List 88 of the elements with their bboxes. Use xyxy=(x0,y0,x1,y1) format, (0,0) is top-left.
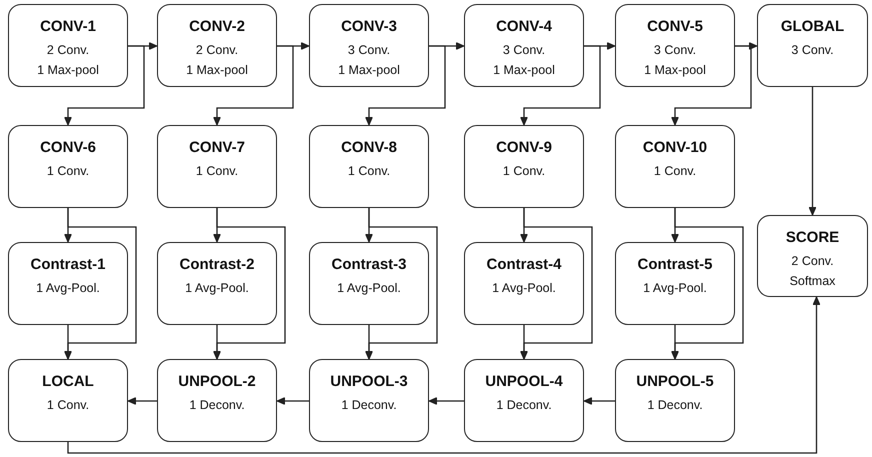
box-detail: 2 Conv. xyxy=(46,42,90,59)
arrow xyxy=(64,325,72,360)
process-box xyxy=(757,215,868,297)
box-detail: 3 Conv. xyxy=(654,42,696,59)
box-title: Contrast-3 xyxy=(331,255,406,275)
arrow xyxy=(520,45,601,126)
box-detail: 1 Avg-Pool. xyxy=(643,280,707,297)
process-box xyxy=(464,4,584,87)
box-title: CONV-4 xyxy=(496,17,552,37)
arrow xyxy=(365,325,373,360)
box-title: Contrast-1 xyxy=(30,255,106,275)
process-box xyxy=(464,242,584,325)
box-title: SCORE xyxy=(786,228,840,248)
arrow xyxy=(213,45,294,126)
arrow xyxy=(671,325,679,360)
box-title: CONV-2 xyxy=(189,17,245,37)
process-box xyxy=(309,4,429,87)
box-title: Contrast-4 xyxy=(486,255,562,275)
process-box xyxy=(309,125,429,208)
process-box xyxy=(309,242,429,325)
process-box xyxy=(615,242,735,325)
process-box xyxy=(464,359,584,442)
process-box xyxy=(757,4,868,87)
box-detail: 1 Max-pool xyxy=(338,62,400,79)
box-detail: 1 Deconv. xyxy=(341,397,397,414)
process-box xyxy=(8,125,128,208)
process-box xyxy=(157,4,277,87)
box-title: CONV-6 xyxy=(40,138,96,158)
box-title: CONV-1 xyxy=(40,17,96,37)
box-title: UNPOOL-2 xyxy=(178,372,256,392)
box-detail: Softmax xyxy=(790,273,836,290)
box-detail: 2 Conv. xyxy=(196,42,238,59)
process-box xyxy=(615,359,735,442)
box-detail: 1 Conv. xyxy=(348,163,390,180)
box-title: CONV-9 xyxy=(496,138,552,158)
process-box xyxy=(8,242,128,325)
arrow xyxy=(64,45,145,126)
arrow xyxy=(276,397,309,405)
box-title: CONV-10 xyxy=(642,138,708,158)
process-box xyxy=(157,359,277,442)
box-title: UNPOOL-3 xyxy=(330,372,408,392)
process-box xyxy=(615,125,735,208)
box-detail: 1 Max-pool xyxy=(493,62,555,79)
box-detail: 1 Conv. xyxy=(46,397,90,414)
process-box xyxy=(464,125,584,208)
arrow xyxy=(213,325,221,360)
arrow xyxy=(128,397,157,405)
box-detail: 1 Conv. xyxy=(502,163,546,180)
box-detail: 1 Avg-Pool. xyxy=(185,280,249,297)
arrow xyxy=(808,87,816,216)
box-detail: 1 Max-pool xyxy=(644,62,706,79)
process-box xyxy=(8,4,128,87)
box-detail: 1 Conv. xyxy=(46,163,90,180)
box-detail: 3 Conv. xyxy=(502,42,546,59)
box-title: CONV-7 xyxy=(189,138,245,158)
box-detail: 2 Conv. xyxy=(791,253,834,270)
box-detail: 1 Deconv. xyxy=(496,397,552,414)
box-detail: 3 Conv. xyxy=(348,42,390,59)
box-detail: 1 Max-pool xyxy=(186,62,248,79)
box-title: GLOBAL xyxy=(780,17,844,37)
box-title: Contrast-5 xyxy=(637,255,712,275)
box-title: UNPOOL-5 xyxy=(636,372,714,392)
box-detail: 1 Conv. xyxy=(196,163,238,180)
box-detail: 1 Avg-Pool. xyxy=(36,280,100,297)
process-box xyxy=(615,4,735,87)
arrow xyxy=(584,397,615,405)
box-title: LOCAL xyxy=(42,372,94,392)
process-box xyxy=(309,359,429,442)
box-title: CONV-8 xyxy=(341,138,397,158)
box-detail: 1 Deconv. xyxy=(189,397,245,414)
box-detail: 3 Conv. xyxy=(791,42,834,59)
arrow xyxy=(365,45,446,126)
box-detail: 1 Avg-Pool. xyxy=(337,280,401,297)
box-detail: 1 Deconv. xyxy=(647,397,703,414)
box-detail: 1 Avg-Pool. xyxy=(492,280,556,297)
box-title: CONV-3 xyxy=(341,17,397,37)
arrow xyxy=(428,397,464,405)
arrow xyxy=(671,45,752,126)
box-detail: 1 Max-pool xyxy=(37,62,99,79)
process-box xyxy=(157,125,277,208)
box-title: Contrast-2 xyxy=(179,255,254,275)
box-title: UNPOOL-4 xyxy=(485,372,563,392)
box-title: CONV-5 xyxy=(647,17,703,37)
process-box xyxy=(8,359,128,442)
arrow xyxy=(520,325,528,360)
arrow xyxy=(67,296,820,454)
process-box xyxy=(157,242,277,325)
box-detail: 1 Conv. xyxy=(654,163,696,180)
